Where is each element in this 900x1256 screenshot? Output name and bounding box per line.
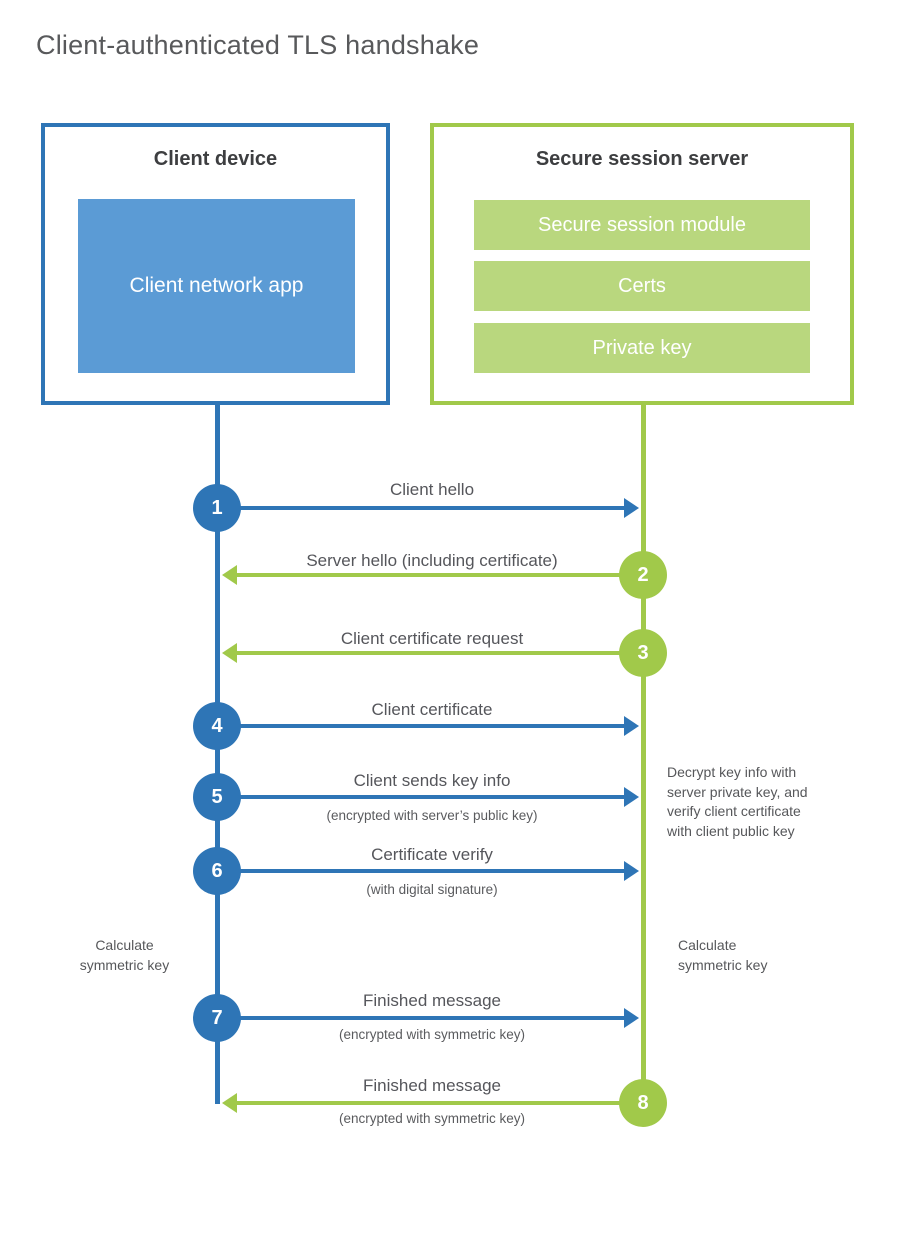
step-2-label: Server hello (including certificate) <box>306 551 558 570</box>
step-6-arrow <box>240 869 624 873</box>
step-3-badge: 3 <box>619 629 667 677</box>
server-module-certs: Certs <box>474 261 810 311</box>
step-5-badge: 5 <box>193 773 241 821</box>
step-4-badge: 4 <box>193 702 241 750</box>
secure-session-server-title: Secure session server <box>535 148 749 170</box>
page-title: Client-authenticated TLS handshake <box>36 30 480 60</box>
step-5-arrow <box>240 795 624 799</box>
step-1-arrowhead-icon <box>624 498 639 518</box>
server-module-private-key: Private key <box>474 323 810 373</box>
step-7-sublabel: (encrypted with symmetric key) <box>338 1027 526 1042</box>
step-4-arrowhead-icon <box>624 716 639 736</box>
step-7-badge: 7 <box>193 994 241 1042</box>
step-4-label: Client certificate <box>371 700 493 719</box>
server-decrypt-note: Decrypt key info with server private key… <box>667 764 808 839</box>
step-6-arrowhead-icon <box>624 861 639 881</box>
step-8-sublabel: (encrypted with symmetric key) <box>338 1111 526 1126</box>
step-3-arrow <box>236 651 620 655</box>
step-4-arrow <box>240 724 624 728</box>
step-1-arrow <box>240 506 624 510</box>
step-6-sublabel: (with digital signature) <box>366 882 498 897</box>
step-2-arrowhead-icon <box>222 565 237 585</box>
step-8-label: Finished message <box>363 1076 501 1095</box>
step-2-arrow <box>236 573 620 577</box>
server-module-secure-session: Secure session module <box>474 200 810 250</box>
step-8-arrow <box>236 1101 620 1105</box>
client-device-title: Client device <box>153 148 278 170</box>
step-3-arrowhead-icon <box>222 643 237 663</box>
client-network-app-label: Client network app <box>129 273 304 297</box>
step-7-arrowhead-icon <box>624 1008 639 1028</box>
client-lifeline <box>215 405 220 1104</box>
step-1-label: Client hello <box>389 480 475 499</box>
server-calculate-key-note: Calculate symmetric key <box>678 937 768 973</box>
client-network-app-box: Client network app <box>78 199 355 373</box>
step-8-arrowhead-icon <box>222 1093 237 1113</box>
step-7-label: Finished message <box>363 991 501 1010</box>
step-1-badge: 1 <box>193 484 241 532</box>
step-7-arrow <box>240 1016 624 1020</box>
step-5-arrowhead-icon <box>624 787 639 807</box>
step-6-badge: 6 <box>193 847 241 895</box>
step-5-sublabel: (encrypted with server’s public key) <box>326 808 538 823</box>
step-5-label: Client sends key info <box>353 771 511 790</box>
step-3-label: Client certificate request <box>340 629 524 648</box>
step-2-badge: 2 <box>619 551 667 599</box>
step-8-badge: 8 <box>619 1079 667 1127</box>
client-calculate-key-note: Calculate symmetric key <box>79 937 170 973</box>
server-lifeline <box>641 405 646 1104</box>
step-6-label: Certificate verify <box>371 845 493 864</box>
